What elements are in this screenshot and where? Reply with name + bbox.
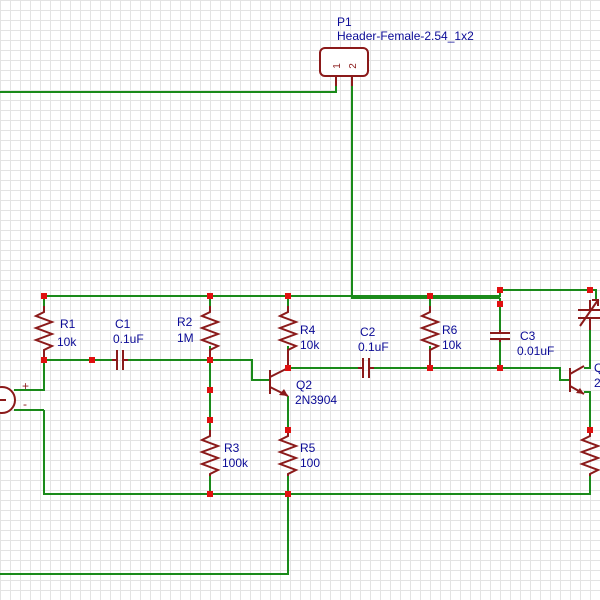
junction	[497, 301, 503, 307]
junction	[587, 427, 593, 433]
source-circle	[0, 386, 16, 414]
junction	[285, 427, 291, 433]
junction	[207, 491, 213, 497]
q2-emitter-arrow	[279, 389, 288, 396]
header-designator: P1	[337, 15, 352, 29]
wire-r1-c1[interactable]	[43, 359, 112, 364]
c2-designator: C2	[360, 325, 376, 339]
r3-value: 100k	[222, 456, 249, 470]
wire-header-pin2[interactable]	[351, 76, 500, 299]
q2-designator: Q2	[296, 378, 312, 392]
right-q-digit: 2	[594, 376, 600, 390]
junction	[41, 293, 47, 299]
junction	[207, 357, 213, 363]
junction	[285, 491, 291, 497]
variable-capacitor-partial[interactable]	[578, 299, 600, 330]
c3-designator: C3	[520, 329, 536, 343]
r1-value: 10k	[57, 335, 77, 349]
wire-ground-rail[interactable]	[43, 410, 591, 495]
wire-c1-base[interactable]	[128, 359, 270, 381]
wire-header-pin1[interactable]	[0, 76, 337, 93]
junctions	[41, 287, 593, 497]
header-pin1-number: 1	[332, 63, 343, 69]
wires	[0, 76, 597, 575]
wire-c2-out[interactable]	[374, 367, 570, 381]
junction	[427, 293, 433, 299]
r5-designator: R5	[300, 441, 316, 455]
header-part-name: Header-Female-2.54_1x2	[337, 29, 474, 43]
resistor-r5[interactable]: R5 100	[277, 430, 320, 476]
c1-value: 0.1uF	[113, 332, 144, 346]
resistor-r4[interactable]: R4 10k	[277, 306, 320, 368]
source-minus-label: -	[23, 397, 27, 411]
junction	[497, 365, 503, 371]
junction	[207, 417, 213, 423]
header-body[interactable]	[319, 47, 369, 77]
junction	[89, 357, 95, 363]
r4-value: 10k	[300, 338, 320, 352]
r3-designator: R3	[224, 441, 240, 455]
junction	[285, 293, 291, 299]
c2-value: 0.1uF	[358, 340, 389, 354]
r4-designator: R4	[300, 323, 316, 337]
header-pin2-number: 2	[348, 63, 359, 69]
header-p1[interactable]: 1 2 P1 Header-Female-2.54_1x2	[319, 15, 474, 86]
junction	[427, 365, 433, 371]
r6-designator: R6	[442, 323, 458, 337]
wire-r4-collector[interactable]	[287, 346, 358, 369]
junction	[587, 287, 593, 293]
r1-designator: R1	[60, 317, 76, 331]
r6-value: 10k	[442, 338, 462, 352]
capacitor-c1[interactable]: C1 0.1uF	[112, 317, 144, 370]
source-plus-label: +	[22, 379, 29, 393]
junction	[207, 293, 213, 299]
wire-right-collector[interactable]	[584, 330, 591, 369]
wire-bottom-return[interactable]	[0, 494, 289, 575]
variable-arrow	[579, 299, 599, 327]
r2-value: 1M	[177, 331, 194, 345]
wire-source-plus[interactable]	[14, 364, 45, 391]
c3-value: 0.01uF	[517, 344, 554, 358]
resistor-r2[interactable]: R2 1M	[177, 306, 221, 360]
junction	[41, 357, 47, 363]
c1-designator: C1	[115, 317, 131, 331]
junction	[497, 287, 503, 293]
transistor-right-partial[interactable]: Q 2	[569, 361, 600, 395]
wire-top-rail[interactable]	[43, 289, 597, 306]
wire-right-emitter[interactable]	[584, 391, 591, 430]
resistor-right-partial[interactable]	[579, 430, 600, 476]
signal-source[interactable]: + -	[0, 379, 29, 414]
r5-value: 100	[300, 456, 320, 470]
resistor-r1[interactable]: R1 10k	[33, 306, 77, 360]
capacitor-c3[interactable]: C3 0.01uF	[490, 329, 554, 358]
q2-value: 2N3904	[295, 393, 337, 407]
right-q-letter: Q	[594, 361, 600, 375]
r2-designator: R2	[177, 315, 193, 329]
junction	[207, 387, 213, 393]
capacitor-c2[interactable]: C2 0.1uF	[358, 325, 389, 378]
resistor-r3[interactable]: R3 100k	[199, 430, 249, 476]
resistor-r6[interactable]: R6 10k	[419, 306, 462, 368]
junction	[285, 365, 291, 371]
transistor-q2[interactable]: Q2 2N3904	[269, 367, 337, 407]
